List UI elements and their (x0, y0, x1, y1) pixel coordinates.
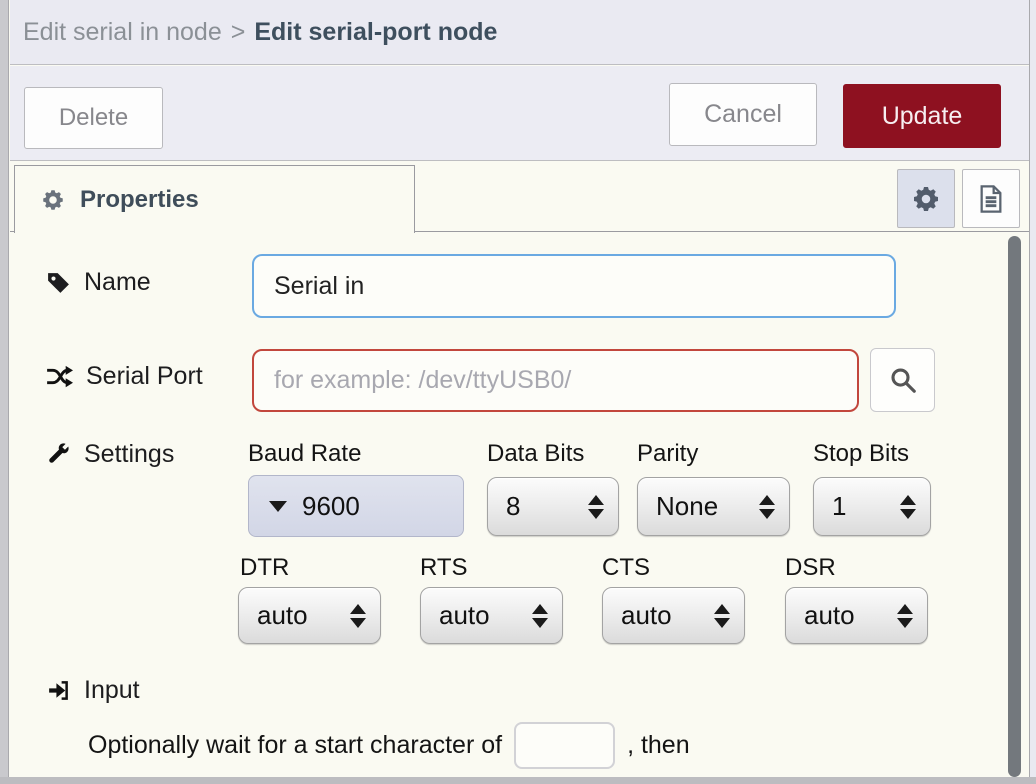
up-down-arrows-icon (714, 603, 730, 628)
settings-label: Settings (46, 440, 174, 469)
tab-strip: Properties (10, 161, 1029, 233)
dsr-label: DSR (785, 554, 836, 581)
rts-label: RTS (420, 554, 468, 581)
node-settings-button[interactable] (897, 169, 955, 228)
cancel-button[interactable]: Cancel (669, 83, 817, 146)
tray-header: Edit serial in node > Edit serial-port n… (10, 0, 1029, 65)
dsr-value: auto (804, 600, 855, 630)
data-bits-label: Data Bits (487, 440, 585, 467)
cts-select[interactable]: auto (602, 587, 745, 644)
breadcrumb-separator: > (230, 17, 246, 46)
gear-icon (910, 183, 942, 215)
up-down-arrows-icon (350, 603, 366, 628)
rts-select[interactable]: auto (420, 587, 563, 644)
update-button[interactable]: Update (843, 84, 1001, 148)
dtr-value: auto (257, 600, 308, 630)
tray-bottom-edge (0, 777, 1036, 784)
stop-bits-select[interactable]: 1 (813, 477, 931, 536)
settings-label-text: Settings (84, 440, 175, 468)
parity-label: Parity (637, 440, 699, 467)
workspace-left-edge (0, 0, 9, 784)
cts-value: auto (621, 600, 672, 630)
tag-icon (46, 270, 71, 295)
data-bits-select[interactable]: 8 (487, 477, 619, 536)
cts-label: CTS (602, 554, 650, 581)
baud-rate-label: Baud Rate (248, 440, 362, 467)
rts-value: auto (439, 600, 490, 630)
serial-port-label: Serial Port (46, 362, 203, 391)
input-section-label: Input (46, 676, 140, 705)
tab-properties[interactable]: Properties (14, 165, 415, 233)
data-bits-value: 8 (506, 491, 521, 521)
parity-select[interactable]: None (637, 477, 790, 536)
baud-rate-value: 9600 (302, 490, 360, 521)
scrollbar-thumb[interactable] (1008, 236, 1021, 777)
up-down-arrows-icon (588, 494, 604, 519)
up-down-arrows-icon (900, 494, 916, 519)
start-character-row: Optionally wait for a start character of… (88, 720, 690, 770)
parity-value: None (656, 491, 719, 521)
search-serial-button[interactable] (870, 348, 935, 412)
search-icon (888, 365, 918, 395)
stop-bits-value: 1 (832, 491, 847, 521)
up-down-arrows-icon (759, 494, 775, 519)
name-input[interactable] (252, 254, 896, 318)
baud-rate-select[interactable]: 9600 (248, 475, 464, 537)
serial-port-input[interactable] (252, 349, 859, 412)
breadcrumb-current: Edit serial-port node (254, 17, 498, 46)
wrench-icon (46, 442, 71, 467)
name-label-text: Name (84, 268, 151, 296)
document-icon (975, 183, 1007, 215)
breadcrumb-previous[interactable]: Edit serial in node (23, 17, 222, 46)
tray-toolbar: Delete Cancel Update (10, 66, 1029, 161)
dsr-select[interactable]: auto (785, 587, 928, 644)
stop-bits-label: Stop Bits (813, 440, 910, 467)
wait-text-after: , then (627, 730, 690, 759)
node-description-button[interactable] (962, 169, 1020, 228)
start-character-input[interactable] (514, 721, 616, 769)
wait-text-before: Optionally wait for a start character of (88, 730, 503, 759)
up-down-arrows-icon (532, 603, 548, 628)
tab-properties-label: Properties (80, 185, 199, 213)
workspace-right-edge (1029, 0, 1036, 784)
input-section-label-text: Input (84, 676, 140, 704)
gear-icon (40, 187, 66, 213)
up-down-arrows-icon (897, 603, 913, 628)
name-label: Name (46, 268, 151, 297)
shuffle-icon (46, 363, 73, 390)
dtr-select[interactable]: auto (238, 587, 381, 644)
sign-in-icon (46, 678, 71, 703)
delete-button[interactable]: Delete (24, 87, 163, 149)
caret-down-icon (269, 500, 287, 512)
dtr-label: DTR (240, 554, 290, 581)
serial-port-label-text: Serial Port (86, 362, 203, 390)
